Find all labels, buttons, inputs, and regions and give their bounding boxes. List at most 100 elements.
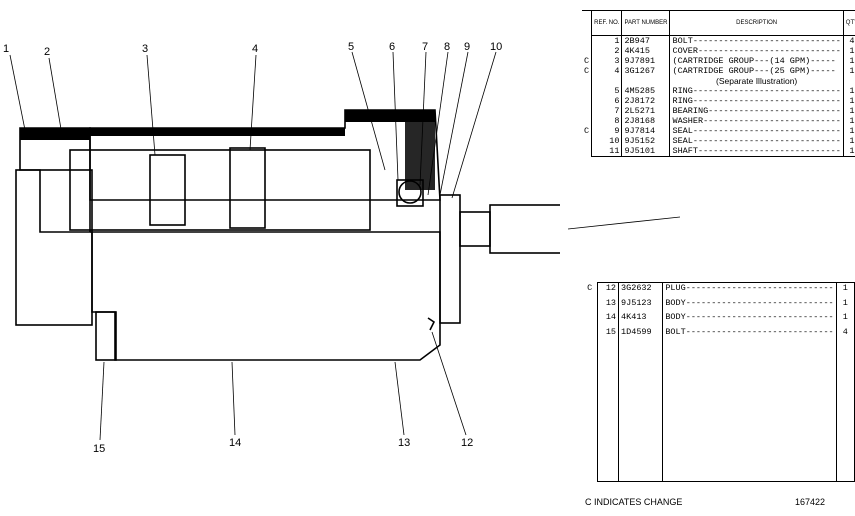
ref-number: 9 bbox=[591, 126, 623, 136]
change-indicator bbox=[582, 298, 598, 312]
callout-7: 7 bbox=[422, 41, 428, 53]
leader-9 bbox=[439, 51, 469, 196]
parts-table-top: REF. NO. PART NUMBER DESCRIPTION QTY 12B… bbox=[582, 10, 855, 157]
ref-number: 11 bbox=[591, 146, 623, 157]
leader-12 bbox=[431, 331, 467, 436]
part-number: 9J5152 bbox=[621, 136, 671, 146]
part-quantity: 1 bbox=[843, 56, 855, 66]
ref-number: 8 bbox=[591, 116, 623, 126]
leader-13 bbox=[394, 361, 405, 436]
ref-number: 4 bbox=[591, 66, 623, 76]
illustration-number: 167422 bbox=[795, 497, 826, 507]
callout-4: 4 bbox=[252, 43, 258, 55]
part-description: BODY----------------------------- bbox=[662, 312, 837, 327]
part-description: SEAL----------------------------- bbox=[669, 126, 844, 136]
ref-number: 7 bbox=[591, 106, 623, 116]
part-description: BEARING-------------------------- bbox=[669, 106, 844, 116]
leader-1 bbox=[9, 54, 26, 131]
part-number: 3G1267 bbox=[621, 66, 671, 76]
part-quantity: 1 bbox=[843, 86, 855, 96]
part-number: 1D4599 bbox=[618, 326, 664, 341]
part-description: SHAFT---------------------------- bbox=[669, 146, 844, 157]
part-number: 4K415 bbox=[621, 46, 671, 56]
part-description: PLUG----------------------------- bbox=[662, 281, 837, 298]
shaft-collar bbox=[459, 211, 491, 247]
part-number: 2J8172 bbox=[621, 96, 671, 106]
change-indicator bbox=[582, 76, 592, 86]
change-indicator bbox=[582, 86, 592, 96]
end-plate bbox=[439, 194, 461, 324]
cover-lower-body bbox=[15, 169, 93, 326]
callout-12: 12 bbox=[461, 437, 473, 449]
part-number: 4M5285 bbox=[621, 86, 671, 96]
part-description: COVER---------------------------- bbox=[669, 46, 844, 56]
part-description: (CARTRIDGE GROUP---(25 GPM)----- bbox=[669, 66, 844, 76]
leader-7 bbox=[419, 51, 427, 186]
change-indicator bbox=[582, 36, 592, 47]
part-quantity: 1 bbox=[836, 281, 855, 298]
part-description: BODY----------------------------- bbox=[662, 297, 837, 313]
part-quantity: 1 bbox=[836, 312, 855, 327]
callout-5: 5 bbox=[348, 41, 354, 53]
change-indicator: C bbox=[584, 126, 590, 136]
leader-10 bbox=[451, 51, 497, 199]
change-indicator bbox=[582, 116, 592, 126]
ref-number: 15 bbox=[597, 326, 620, 341]
callout-10: 10 bbox=[490, 41, 502, 53]
housing-body bbox=[90, 231, 441, 361]
change-indicator: C bbox=[584, 66, 590, 76]
part-description: BOLT----------------------------- bbox=[669, 35, 844, 46]
shaft-leader-extension bbox=[567, 216, 681, 230]
change-indicator bbox=[582, 327, 598, 341]
part-quantity bbox=[843, 76, 855, 86]
change-indicator bbox=[582, 46, 592, 56]
part-number: 2L5271 bbox=[621, 106, 671, 116]
part-number: 9J5101 bbox=[621, 146, 671, 157]
ref-number: 2 bbox=[591, 46, 623, 56]
cover-hatching bbox=[20, 128, 90, 140]
change-indicator: C bbox=[584, 56, 590, 66]
part-description: (Separate Illustration) bbox=[669, 76, 844, 86]
leader-2 bbox=[48, 57, 63, 136]
plug bbox=[427, 317, 436, 331]
part-description: SEAL----------------------------- bbox=[669, 136, 844, 146]
part-description: RING----------------------------- bbox=[669, 96, 844, 106]
part-number: 4K413 bbox=[618, 312, 664, 327]
cartridge-ring bbox=[229, 147, 266, 229]
callout-14: 14 bbox=[229, 437, 241, 449]
part-description: (CARTRIDGE GROUP---(14 GPM)----- bbox=[669, 56, 844, 66]
parts-row: (Separate Illustration) bbox=[582, 76, 855, 86]
change-indicator bbox=[582, 96, 592, 106]
ref-number: 5 bbox=[591, 86, 623, 96]
part-quantity: 1 bbox=[843, 116, 855, 126]
ref-number: 13 bbox=[597, 297, 620, 313]
leader-8 bbox=[427, 51, 449, 196]
part-quantity: 1 bbox=[843, 46, 855, 56]
cover-flange bbox=[19, 127, 91, 233]
change-indicator bbox=[582, 146, 592, 157]
ref-number: 14 bbox=[597, 312, 620, 327]
body-hatching bbox=[345, 110, 435, 122]
header-part-number: PART NUMBER bbox=[621, 10, 671, 36]
leader-14 bbox=[231, 361, 236, 436]
callout-8: 8 bbox=[444, 41, 450, 53]
part-quantity: 1 bbox=[843, 96, 855, 106]
change-indicator bbox=[582, 312, 598, 326]
callout-15: 15 bbox=[93, 443, 105, 455]
part-quantity: 4 bbox=[843, 35, 855, 46]
callout-9: 9 bbox=[464, 41, 470, 53]
ref-number: 10 bbox=[591, 136, 623, 146]
part-number: 9J5123 bbox=[618, 297, 664, 313]
splined-shaft bbox=[489, 204, 560, 254]
